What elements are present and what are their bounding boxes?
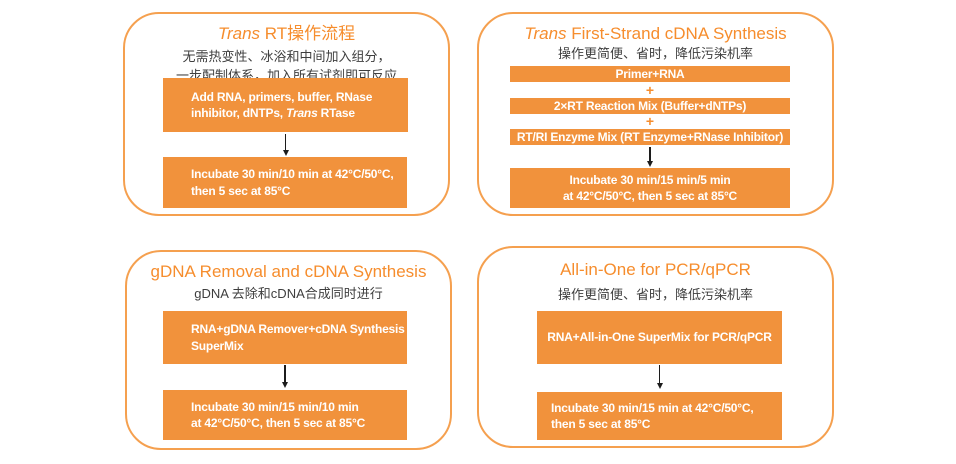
component-bar-rt-reaction-mix: 2×RT Reaction Mix (Buffer+dNTPs) [510, 98, 790, 114]
arrow-head [656, 383, 663, 389]
title-text: First-Strand cDNA Synthesis [566, 24, 787, 43]
reagent-step-box: RNA+All-in-One SuperMix for PCR/qPCR [537, 311, 782, 364]
title-italic-trans: Trans [524, 24, 567, 43]
subtitle-line: 操作更简便、省时，降低污染机率 [557, 287, 753, 302]
down-arrow-icon [163, 365, 407, 388]
incubate-text-line: Incubate 30 min/15 min/10 min [191, 399, 359, 414]
incubate-text-line: at 42°C/50°C, then 5 sec at 85°C [191, 416, 366, 430]
arrow-head [647, 161, 653, 167]
incubate-step-box: Incubate 30 min/15 min/10 min at 42°C/50… [163, 390, 407, 440]
reagent-step-box: RNA+gDNA Remover+cDNA Synthesis SuperMix [163, 311, 407, 364]
panel-title: Trans RT操作流程 [125, 24, 448, 44]
down-arrow-icon [537, 365, 782, 389]
subtitle-line: 无需热变性、冰浴和中间加入组分， [182, 49, 391, 64]
arrow-shaft [658, 365, 661, 383]
title-text: All-in-One for PCR/qPCR [560, 260, 751, 279]
incubate-text-line: at 42°C/50°C, then 5 sec at 85°C [562, 189, 738, 203]
reagent-text-line: inhibitor, dNTPs, Trans RTase [191, 106, 355, 120]
subtitle-line: 操作更简便、省时，降低污染机率 [557, 46, 753, 61]
panel-title: gDNA Removal and cDNA Synthesis [127, 262, 450, 282]
arrow-head [282, 382, 288, 388]
subtitle-line: gDNA 去除和cDNA合成同时进行 [194, 286, 383, 301]
trans-italic: Trans [286, 106, 318, 120]
panel-trans-rt: Trans RT操作流程 无需热变性、冰浴和中间加入组分， 一步配制体系，加入所… [123, 12, 450, 216]
plus-separator: + [645, 82, 655, 98]
title-text: gDNA Removal and cDNA Synthesis [150, 262, 427, 281]
panel-subtitle: 操作更简便、省时，降低污染机率 [479, 44, 832, 63]
component-bar-enzyme-mix: RT/RI Enzyme Mix (RT Enzyme+RNase Inhibi… [510, 129, 790, 145]
down-arrow-icon [510, 147, 790, 167]
down-arrow-icon [163, 134, 408, 156]
title-italic-trans: Trans [217, 24, 261, 43]
reagent-step-box: Add RNA, primers, buffer, RNase inhibito… [163, 78, 408, 132]
incubate-step-box: Incubate 30 min/10 min at 42°C/50°C, the… [163, 157, 407, 208]
panel-all-in-one: All-in-One for PCR/qPCR 操作更简便、省时，降低污染机率 … [477, 246, 834, 448]
arrow-shaft [284, 134, 287, 150]
panel-gdna-removal: gDNA Removal and cDNA Synthesis gDNA 去除和… [125, 250, 452, 450]
panel-title: Trans First-Strand cDNA Synthesis [479, 24, 832, 44]
incubate-text-line: then 5 sec at 85°C [191, 183, 291, 198]
reagent-text-line: Add RNA, primers, buffer, RNase [191, 89, 373, 104]
arrow-shaft [649, 147, 651, 161]
reagent-text-line: RNA+gDNA Remover+cDNA Synthesis [191, 322, 405, 336]
incubate-text-line: Incubate 30 min/15 min at 42°C/50°C, [551, 400, 754, 415]
arrow-head [282, 150, 289, 156]
incubate-step-box: Incubate 30 min/15 min at 42°C/50°C, the… [537, 392, 782, 440]
panel-first-strand: Trans First-Strand cDNA Synthesis 操作更简便、… [477, 12, 834, 216]
arrow-shaft [284, 365, 286, 382]
panel-subtitle: gDNA 去除和cDNA合成同时进行 [127, 284, 450, 303]
title-text: RT操作流程 [260, 24, 356, 43]
reagent-text-line: RNA+All-in-One SuperMix for PCR/qPCR [547, 330, 772, 345]
component-bar-primer-rna: Primer+RNA [510, 66, 790, 82]
panel-subtitle: 操作更简便、省时，降低污染机率 [479, 285, 832, 304]
panel-title: All-in-One for PCR/qPCR [479, 260, 832, 280]
incubate-text-line: then 5 sec at 85°C [551, 417, 651, 431]
incubate-text-line: Incubate 30 min/15 min/5 min [569, 172, 731, 187]
incubate-text-line: Incubate 30 min/10 min at 42°C/50°C, [191, 167, 394, 181]
plus-separator: + [645, 113, 655, 129]
reagent-text-line: SuperMix [191, 338, 244, 353]
incubate-step-box: Incubate 30 min/15 min/5 min at 42°C/50°… [510, 168, 790, 208]
